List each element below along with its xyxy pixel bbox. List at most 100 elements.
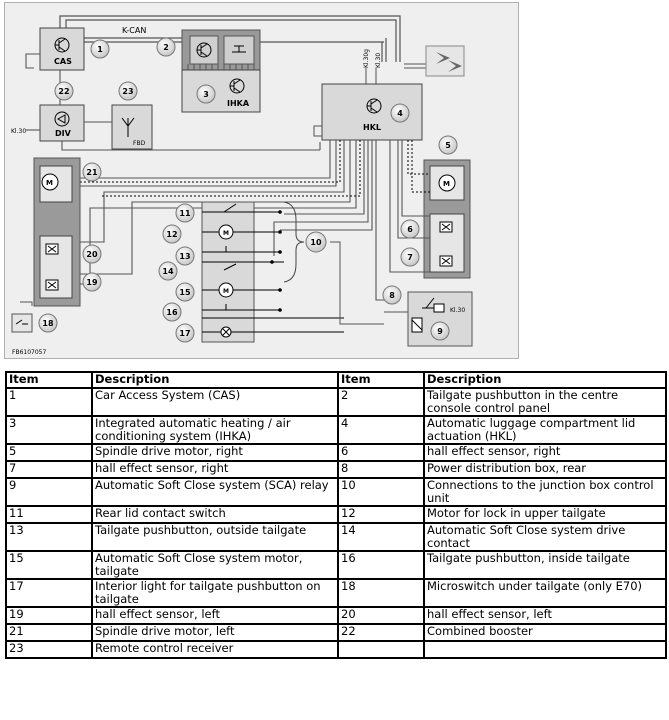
pushbutton-switch-icon [232,45,246,53]
header-description: Description [91,371,339,389]
left-spindle-motor-m: M [46,179,53,187]
junction-dots [270,210,282,312]
legend-header-row: Item Description Item Description [5,371,667,389]
callout-11: 11 [175,203,195,223]
table-cell-item2: 22 [337,623,425,642]
callout-5: 5 [438,135,458,155]
cas-label: CAS [54,57,72,66]
table-cell-description: hall effect sensor, left [91,606,339,625]
table-cell-description2: Power distribution box, rear [423,460,667,479]
right-harness-dashed [407,140,430,193]
div-amplifier-icon [54,111,70,127]
svg-text:15: 15 [179,288,191,297]
figure-id: FB6107057 [12,349,46,356]
table-cell-description2 [423,640,667,659]
table-cell-description: Integrated automatic heating / air condi… [91,415,339,445]
callout-8: 8 [382,285,402,305]
callout-18: 18 [38,313,58,333]
callout-21: 21 [82,162,102,182]
sca-contact-icon [223,263,237,271]
ihka-label: IHKA [227,99,250,108]
header-item: Item [5,371,93,389]
svg-text:4: 4 [397,109,403,118]
right-harness [389,140,430,273]
table-cell-item: 5 [5,443,93,462]
table-cell-description2: Motor for lock in upper tailgate [423,505,667,524]
svg-text:5: 5 [445,141,451,150]
table-cell-item: 7 [5,460,93,479]
svg-text:13: 13 [179,252,190,261]
callout-14: 14 [158,261,178,281]
table-cell-item: 11 [5,505,93,524]
microswitch-icon [11,313,33,333]
table-cell-item2: 12 [337,505,425,524]
hkl-label: HKL [363,123,381,132]
svg-text:18: 18 [42,319,54,328]
svg-text:6: 6 [407,225,413,234]
callout-4: 4 [390,103,410,123]
div-module [39,104,85,142]
table-cell-item2: 6 [337,443,425,462]
table-cell-item2: 8 [337,460,425,479]
table-cell-item: 23 [5,640,93,659]
callout-2: 2 [156,37,176,57]
svg-text:22: 22 [58,87,69,96]
table-cell-item2: 10 [337,477,425,507]
table-cell-description2: Automatic Soft Close system drive contac… [423,522,667,552]
svg-text:1: 1 [97,45,103,54]
svg-text:9: 9 [437,327,443,336]
outside-pushbutton-icon [218,246,234,253]
kl30-left-label: Kl.30 [11,128,26,135]
svg-text:10: 10 [310,238,322,247]
div-triangle [56,114,66,124]
sca-motor-m: M [223,288,229,295]
callouts: 1 2 3 4 5 6 7 8 9 10 11 12 13 14 15 16 1… [38,37,458,343]
table-cell-item: 3 [5,415,93,445]
callout-19: 19 [82,272,102,292]
kl30-top-label: Kl.30 [375,53,382,68]
table-cell-description: Tailgate pushbutton, outside tailgate [91,522,339,552]
svg-text:11: 11 [179,209,191,218]
k-can-label: K-CAN [122,26,146,35]
table-cell-description2: Tailgate pushbutton, inside tailgate [423,550,667,580]
table-cell-item2: 4 [337,415,425,445]
wiring-diagram: K-CAN CAS DIV FBD Kl.30 IHKA Kl.30g Kl.3… [4,2,519,359]
table-cell-item2: 14 [337,522,425,552]
table-cell-description: Spindle drive motor, right [91,443,339,462]
table-cell-description: hall effect sensor, right [91,460,339,479]
svg-text:12: 12 [166,230,177,239]
tailgate-switch-panel [201,201,255,343]
callout-13: 13 [175,246,195,266]
table-cell-item2: 18 [337,578,425,608]
table-cell-description2: hall effect sensor, right [423,443,667,462]
table-cell-item: 21 [5,623,93,642]
callout-16: 16 [162,302,182,322]
svg-text:17: 17 [179,329,190,338]
table-cell-description: Spindle drive motor, left [91,623,339,642]
table-cell-description2: Connections to the junction box control … [423,477,667,507]
sca-motor-icon [218,282,234,298]
table-cell-description2: Tailgate pushbutton in the centre consol… [423,387,667,417]
inside-pushbutton-icon [218,304,234,311]
table-cell-description2: Combined booster [423,623,667,642]
callout-15: 15 [175,282,195,302]
connector-icon [425,45,465,77]
k-can-bus [59,15,401,62]
table-cell-item2: 16 [337,550,425,580]
ihka-module [181,69,261,113]
rear-lid-switch-icon [223,203,237,213]
callout-22: 22 [54,81,74,101]
table-cell-description2: hall effect sensor, left [423,606,667,625]
table-cell-item: 19 [5,606,93,625]
table-cell-description: Car Access System (CAS) [91,387,339,417]
right-spindle-motor-icon [438,174,456,192]
fbd-antenna-icon [121,117,135,137]
table-cell-item: 17 [5,578,93,608]
